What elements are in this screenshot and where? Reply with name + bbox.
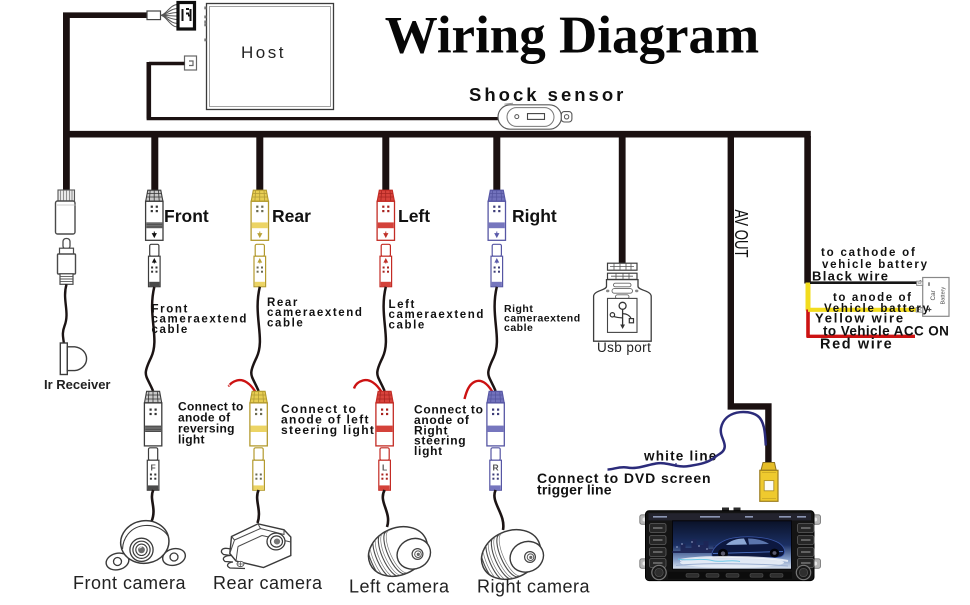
svg-text:Ir Receiver: Ir Receiver [44, 377, 111, 392]
svg-text:Front camera: Front camera [73, 573, 187, 593]
svg-text:Rear camera: Rear camera [213, 573, 323, 593]
svg-text:AV OUT: AV OUT [731, 210, 752, 258]
svg-text:R: R [493, 463, 499, 473]
svg-text:white line: white line [643, 449, 718, 464]
svg-text:Right: Right [512, 206, 557, 226]
svg-text:Wiring Diagram: Wiring Diagram [385, 7, 759, 65]
svg-text:F: F [150, 463, 155, 473]
svg-text:Right camera: Right camera [477, 577, 591, 597]
svg-text:L: L [382, 463, 387, 473]
svg-text:Front: Front [164, 206, 209, 226]
svg-text:Battery: Battery [941, 287, 947, 305]
svg-text:Usb port: Usb port [597, 340, 651, 355]
svg-text:Connect to DVD screen: Connect to DVD screen [537, 470, 712, 486]
svg-text:Car: Car [930, 289, 937, 300]
svg-text:Left camera: Left camera [349, 577, 450, 597]
svg-text:Vehicle battery: Vehicle battery [824, 303, 931, 315]
svg-text:Host: Host [241, 43, 286, 62]
svg-text:vehicle battery: vehicle battery [822, 259, 929, 271]
svg-text:Shock sensor: Shock sensor [469, 84, 626, 105]
svg-text:Yellow wire: Yellow wire [815, 311, 905, 326]
svg-text:Red wire: Red wire [820, 337, 893, 353]
svg-text:to anode of: to anode of [833, 292, 913, 304]
svg-text:trigger line: trigger line [537, 482, 612, 498]
svg-text:Left: Left [398, 206, 430, 226]
svg-text:Black wire: Black wire [812, 269, 889, 284]
svg-text:to cathode of: to cathode of [821, 247, 917, 259]
svg-text:Rear: Rear [272, 206, 311, 226]
svg-text:to Vehicle ACC ON: to Vehicle ACC ON [823, 324, 949, 339]
